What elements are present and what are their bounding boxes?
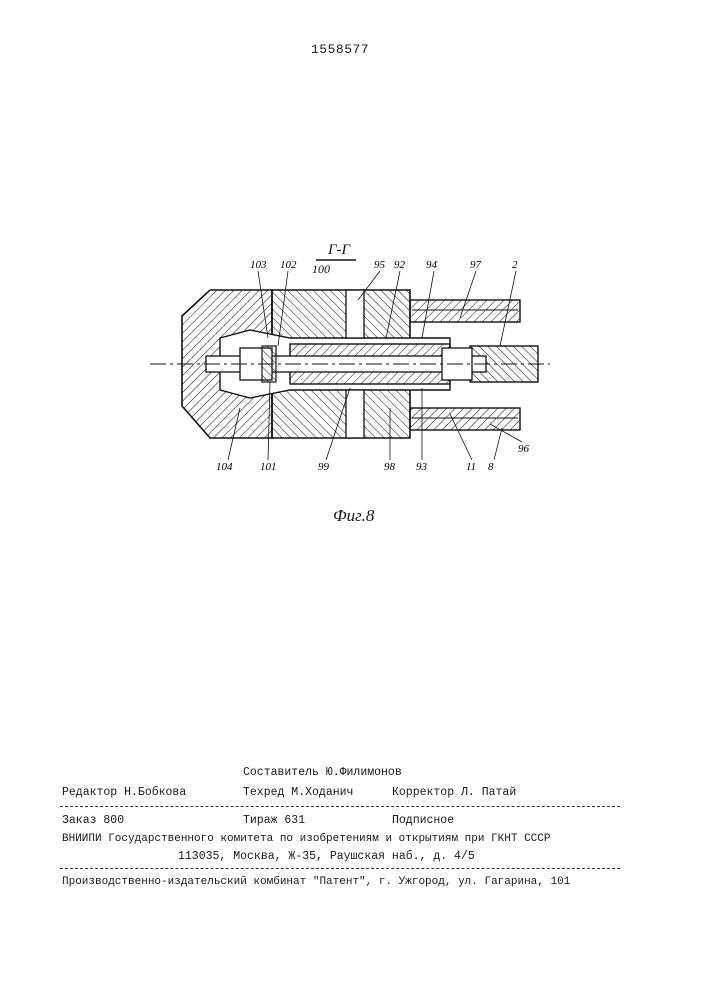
- imprint-subscription: Подписное: [392, 814, 454, 827]
- technical-drawing: Г-Г 100 103 102 100 95 92 94 97 2 104 10…: [150, 238, 550, 488]
- imprint-order: Заказ 800: [62, 814, 124, 827]
- screw-top: [346, 290, 364, 338]
- screw-bottom: [346, 390, 364, 438]
- imprint-rule-2: [60, 868, 620, 869]
- imprint-techred: Техред М.Ходанич: [243, 786, 353, 799]
- callout-104: 104: [216, 461, 233, 473]
- callout-8: 8: [488, 461, 494, 473]
- callout-94: 94: [426, 259, 438, 271]
- callout-99: 99: [318, 461, 330, 473]
- callout-101: 101: [260, 461, 277, 473]
- callout-95: 95: [374, 259, 386, 271]
- imprint-institute-line1: ВНИИПИ Государственного комитета по изоб…: [62, 833, 550, 845]
- imprint-publisher: Производственно-издательский комбинат "П…: [62, 876, 570, 888]
- callout-98: 98: [384, 461, 396, 473]
- callout-11: 11: [466, 461, 476, 473]
- callout-92: 92: [394, 259, 406, 271]
- callout-102: 102: [280, 259, 297, 271]
- imprint-rule-1: [60, 806, 620, 807]
- flange-bottom: [410, 408, 520, 430]
- imprint-circulation: Тираж 631: [243, 814, 305, 827]
- callout-97: 97: [470, 259, 482, 271]
- imprint-compiler: Составитель Ю.Филимонов: [243, 766, 402, 779]
- imprint-editor: Редактор Н.Бобкова: [62, 786, 186, 799]
- callout-103: 103: [250, 259, 267, 271]
- figure-caption: Фиг.8: [333, 506, 374, 526]
- callout-2: 2: [512, 259, 518, 271]
- imprint-institute-line2: 113035, Москва, Ж-35, Раушская наб., д. …: [178, 850, 475, 863]
- imprint-corrector: Корректор Л. Патай: [392, 786, 516, 799]
- callout-93: 93: [416, 461, 428, 473]
- section-label: Г-Г: [327, 242, 352, 258]
- patent-number: 1558577: [311, 42, 369, 57]
- callout-96: 96: [518, 443, 530, 455]
